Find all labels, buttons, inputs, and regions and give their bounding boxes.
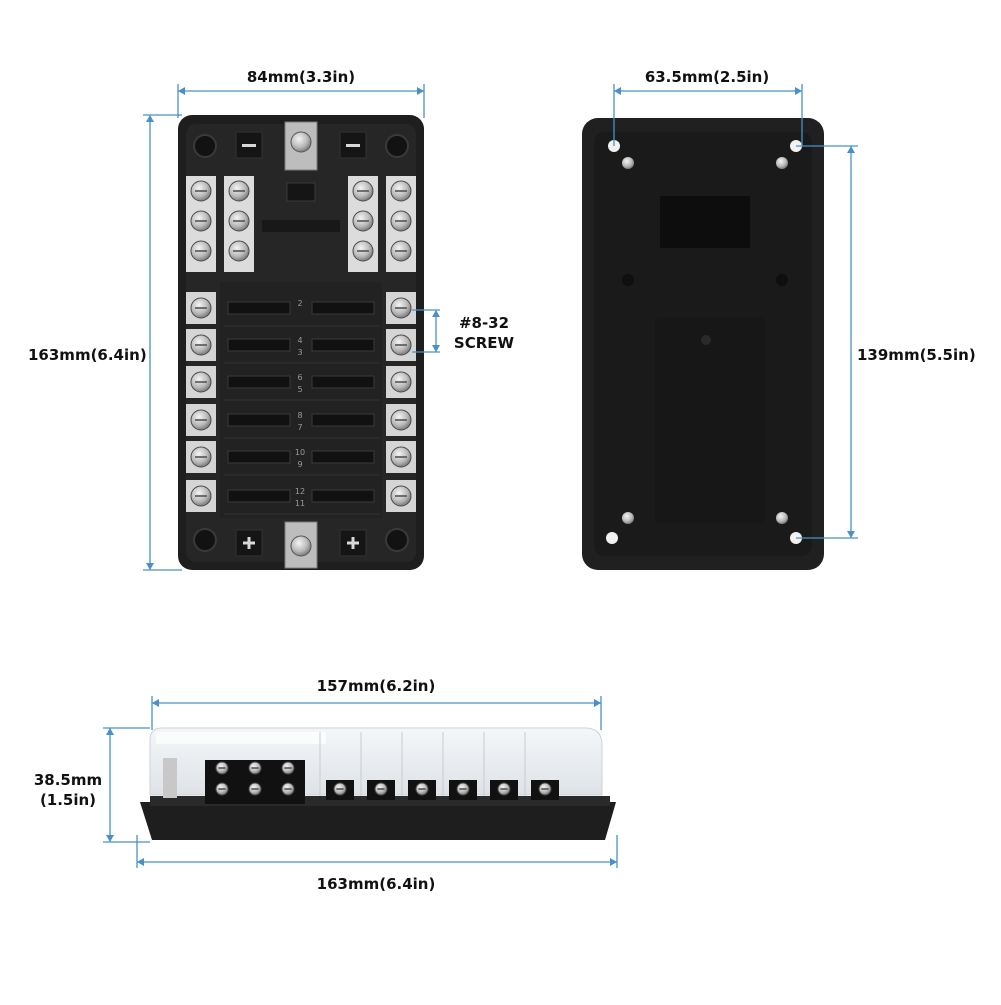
dim-side-bottom-width-arrow-l [137, 858, 144, 866]
dimension-lines [103, 84, 858, 868]
dim-front-height-arrow-t [146, 115, 154, 122]
dim-side-bottom-width-arrow-r [610, 858, 617, 866]
side-height-label-line2: (1.5in) [39, 791, 97, 810]
dim-side-top-width-arrow-l [152, 699, 159, 707]
back-center-dot [701, 335, 711, 345]
side-top-width-label: 157mm(6.2in) [316, 677, 436, 695]
screw-label-line1: #8-32 [458, 314, 510, 332]
side-base-top [150, 796, 610, 806]
dim-side-height-arrow-b [106, 835, 114, 842]
mount-hole-bottom-right [385, 528, 409, 552]
fuse-slot-right-2 [311, 338, 375, 352]
dim-back-width-arrow-l [614, 87, 621, 95]
side-bottom-width-label: 163mm(6.4in) [316, 875, 436, 893]
fuse-numbers: 2 3 4 5 6 7 8 9 10 11 12 [295, 299, 305, 508]
back-label-window [660, 196, 750, 248]
back-view [582, 118, 824, 570]
side-view [140, 727, 616, 840]
positive-marking-left-cross [243, 537, 255, 549]
side-height-label: 38.5mm (1.5in) [33, 770, 103, 811]
fuse-number-10: 10 [295, 448, 305, 457]
back-screw-1 [622, 157, 634, 169]
back-screw-2 [776, 157, 788, 169]
side-terminals [215, 732, 559, 800]
fuse-slot-left-1 [227, 301, 291, 315]
positive-marking-right-cross [347, 537, 359, 549]
top-terminal-screws [190, 180, 412, 262]
dim-front-width-arrow-l [178, 87, 185, 95]
negative-marking-right-bar [346, 144, 360, 147]
fuse-slot-left-5 [227, 450, 291, 464]
back-screw-3 [622, 512, 634, 524]
fuse-slot-right-4 [311, 413, 375, 427]
fuse-slot-right-6 [311, 489, 375, 503]
fuse-slot-left-2 [227, 338, 291, 352]
fuse-number-5: 5 [297, 385, 302, 394]
mount-hole-top-left [193, 134, 217, 158]
dim-back-height-arrow-b [847, 531, 855, 538]
screw-label-line2: SCREW [453, 334, 515, 353]
positive-marking-left [235, 529, 263, 557]
fuse-number-8: 8 [297, 411, 302, 420]
fuse-number-9: 9 [297, 460, 302, 469]
dim-side-top-width-arrow-r [594, 699, 601, 707]
fuse-number-3: 3 [297, 348, 302, 357]
fuse-number-7: 7 [297, 423, 302, 432]
fuse-slot-right-3 [311, 375, 375, 389]
fuse-number-4: 4 [297, 336, 302, 345]
front-view: 2 3 4 5 6 7 8 9 10 11 12 [178, 115, 424, 570]
back-height-label: 139mm(5.5in) [857, 346, 976, 364]
side-base [140, 802, 616, 840]
dim-back-width-arrow-r [795, 87, 802, 95]
top-stud-nut [290, 131, 312, 153]
back-hole-bottom-left [606, 532, 618, 544]
dim-front-height-arrow-b [146, 563, 154, 570]
screw-label: #8-32 SCREW [448, 313, 520, 354]
back-screw-4 [776, 512, 788, 524]
back-width-label: 63.5mm(2.5in) [644, 68, 770, 86]
side-stud [163, 758, 177, 798]
dim-screw-arrow-t [432, 310, 440, 317]
back-rivet-1 [622, 274, 634, 286]
fuse-rows [186, 292, 416, 515]
center-slot [286, 182, 316, 202]
fuse-number-11: 11 [295, 499, 305, 508]
dim-side-height-arrow-t [106, 728, 114, 735]
fuse-slot-right-5 [311, 450, 375, 464]
dim-back-height-arrow-t [847, 146, 855, 153]
negative-marking-left-bar [242, 144, 256, 147]
side-cover-highlight [156, 732, 326, 744]
dim-screw-arrow-b [432, 345, 440, 352]
fuse-number-2: 2 [297, 299, 302, 308]
fuse-slot-right-1 [311, 301, 375, 315]
bottom-stud-nut [290, 535, 312, 557]
dim-front-width-arrow-r [417, 87, 424, 95]
mount-hole-top-right [385, 134, 409, 158]
fuse-slot-left-4 [227, 413, 291, 427]
mount-hole-bottom-left [193, 528, 217, 552]
side-height-label-line1: 38.5mm [33, 771, 103, 789]
front-width-label: 84mm(3.3in) [246, 68, 356, 86]
back-recess [655, 318, 765, 523]
front-height-label: 163mm(6.4in) [28, 346, 147, 364]
fuse-slot-left-3 [227, 375, 291, 389]
fuse-slot-left-6 [227, 489, 291, 503]
back-rivet-2 [776, 274, 788, 286]
fuse-number-12: 12 [295, 487, 305, 496]
fuse-number-6: 6 [297, 373, 302, 382]
center-bar [262, 220, 340, 232]
